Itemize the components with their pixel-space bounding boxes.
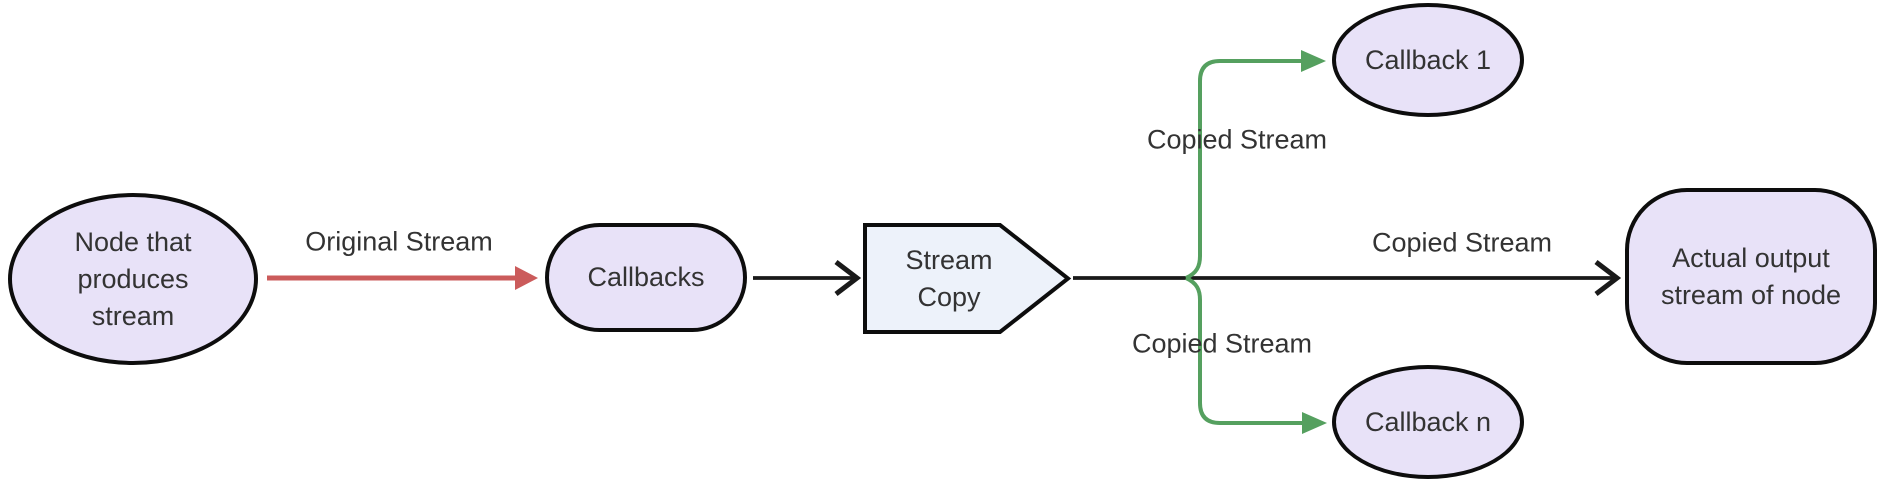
edge-copied-stream-right-arrowhead [1594, 260, 1622, 296]
node-actual-output-label: Actual output stream of node [1660, 242, 1842, 310]
node-stream-copy-shape [863, 223, 1072, 334]
node-callbacks-label: Callbacks [587, 262, 705, 292]
edge-copied-stream-bottom-line [1185, 276, 1302, 425]
edge-copied-stream-bottom-arrowhead [1302, 412, 1327, 434]
edge-copied-stream-top-line [1185, 59, 1301, 280]
edge-label-copied-stream-top: Copied Stream [1146, 124, 1328, 155]
node-actual-output: Actual output stream of node [1625, 188, 1877, 365]
edge-original-stream-arrowhead [515, 266, 538, 290]
node-callback-1-label: Callback 1 [1364, 44, 1492, 75]
node-callback-n: Callback n [1332, 365, 1524, 479]
node-stream-copy: Stream Copy [865, 233, 1033, 325]
edge-label-original-stream: Original Stream [305, 226, 493, 257]
edge-callbacks-to-copy-arrowhead [834, 260, 862, 296]
edge-copied-stream-top-arrowhead [1301, 50, 1326, 72]
node-producer-label: Node that produces stream [74, 226, 192, 331]
node-producer: Node that produces stream [8, 193, 258, 365]
node-stream-copy-label: Stream Copy [905, 245, 993, 312]
node-callbacks: Callbacks [545, 223, 747, 332]
edge-label-copied-stream-bottom: Copied Stream [1131, 328, 1313, 359]
node-callback-1: Callback 1 [1332, 3, 1524, 117]
edge-label-copied-stream-right: Copied Stream [1371, 227, 1553, 258]
node-callback-n-label: Callback n [1364, 406, 1492, 437]
